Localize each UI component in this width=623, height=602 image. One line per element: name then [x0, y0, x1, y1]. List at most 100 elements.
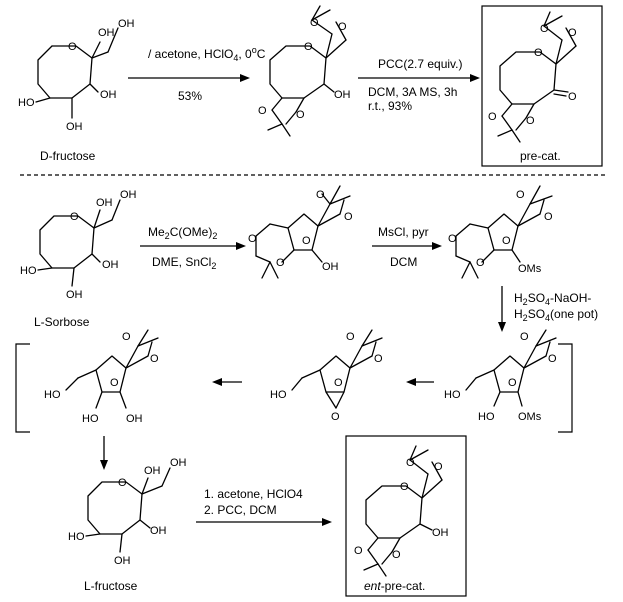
svg-text:O: O	[406, 457, 415, 469]
svg-text:O: O	[520, 331, 529, 343]
svg-text:O: O	[150, 353, 159, 365]
step1-yield: 53%	[178, 89, 202, 103]
step4-line1: MsCl, pyr	[378, 225, 429, 239]
arrowhead-step8	[100, 460, 108, 470]
svg-text:O: O	[110, 377, 119, 389]
svg-text:O: O	[258, 105, 267, 117]
ent-pre-cat-label: ent-pre-cat.	[364, 579, 425, 593]
svg-text:OH: OH	[150, 525, 167, 537]
svg-text:HO: HO	[20, 265, 37, 277]
step3-line1: Me2C(OMe)2	[148, 225, 217, 241]
svg-text:OH: OH	[102, 259, 119, 271]
svg-text:O: O	[316, 189, 325, 201]
arrowhead-step2	[470, 74, 480, 82]
svg-text:HO: HO	[44, 389, 61, 401]
svg-text:HO: HO	[18, 97, 35, 109]
step5-line2: H2SO4(one pot)	[514, 307, 598, 323]
svg-text:OH: OH	[114, 555, 131, 567]
svg-text:OH: OH	[66, 289, 83, 301]
svg-text:HO: HO	[478, 411, 495, 423]
svg-text:O: O	[276, 257, 285, 269]
svg-text:OH: OH	[96, 197, 113, 209]
svg-text:HO: HO	[68, 531, 85, 543]
svg-text:OH: OH	[98, 27, 115, 39]
step2-line2: DCM, 3A MS, 3h	[368, 85, 457, 99]
svg-text:O: O	[526, 115, 535, 127]
svg-text:O: O	[534, 47, 543, 59]
svg-text:OH: OH	[432, 527, 449, 539]
ent-pre-cat-structure: O O O OH O O	[354, 445, 449, 577]
svg-text:O: O	[354, 545, 363, 557]
svg-text:OH: OH	[100, 89, 117, 101]
pre-cat-label: pre-cat.	[520, 149, 561, 163]
bracket-left	[15, 343, 30, 433]
step2-line3: r.t., 93%	[368, 99, 412, 113]
svg-text:O: O	[392, 549, 401, 561]
svg-text:HO: HO	[82, 413, 99, 425]
svg-text:O: O	[544, 211, 553, 223]
l-fructose-label: L-fructose	[84, 579, 138, 593]
svg-text:O: O	[304, 41, 313, 53]
arrowhead-step5	[498, 322, 506, 332]
svg-text:O: O	[344, 211, 353, 223]
svg-text:O: O	[296, 109, 305, 121]
svg-text:O: O	[540, 23, 549, 35]
epoxide-intermediate: O O O HO O	[270, 329, 383, 423]
l-sorbose-structure: O OH OH OH OH HO	[20, 189, 137, 301]
diol-intermediate: O O O HO HO OH	[44, 329, 159, 425]
arrowhead-step6	[406, 378, 416, 386]
svg-text:O: O	[488, 111, 497, 123]
step2-line1: PCC(2.7 equiv.)	[378, 57, 462, 71]
step5-line1: H2SO4-NaOH-	[514, 291, 591, 307]
svg-text:HO: HO	[444, 389, 461, 401]
svg-text:O: O	[516, 189, 525, 201]
svg-text:O: O	[448, 233, 457, 245]
l-fructose-structure: O OH OH OH OH HO	[68, 457, 187, 567]
svg-text:OMs: OMs	[518, 411, 542, 423]
svg-text:O: O	[70, 211, 79, 223]
ent-pre-cat-box	[345, 435, 467, 597]
svg-text:OMs: OMs	[518, 263, 542, 275]
pre-cat-structure: O O O O O O	[488, 11, 577, 143]
svg-text:O: O	[374, 353, 383, 365]
svg-text:OH: OH	[170, 457, 187, 469]
svg-text:OH: OH	[144, 465, 161, 477]
svg-text:O: O	[400, 481, 409, 493]
pre-cat-box	[481, 5, 603, 167]
svg-text:OH: OH	[126, 413, 143, 425]
arrowhead-step7	[212, 378, 222, 386]
arrowhead-step1	[240, 74, 250, 82]
svg-text:O: O	[331, 411, 340, 423]
svg-text:O: O	[568, 27, 577, 39]
svg-text:O: O	[248, 233, 257, 245]
svg-text:O: O	[118, 477, 127, 489]
step3-line2: DME, SnCl2	[152, 255, 216, 271]
svg-text:OH: OH	[334, 89, 351, 101]
svg-text:O: O	[302, 235, 311, 247]
step9-line2: 2. PCC, DCM	[204, 503, 277, 517]
svg-text:O: O	[334, 377, 343, 389]
arrowhead-step3	[236, 242, 246, 250]
arrowhead-step9	[322, 518, 332, 526]
svg-text:O: O	[338, 21, 347, 33]
svg-text:OH: OH	[120, 189, 137, 201]
step4-line2: DCM	[390, 255, 417, 269]
d-fructose-label: D-fructose	[40, 149, 96, 163]
arrowhead-step4	[432, 242, 442, 250]
svg-text:HO: HO	[270, 389, 287, 401]
svg-text:O: O	[434, 461, 443, 473]
svg-text:O: O	[122, 331, 131, 343]
svg-text:O: O	[568, 91, 577, 103]
bracket-right	[558, 343, 573, 433]
l-sorbose-label: L-Sorbose	[34, 315, 90, 329]
svg-text:O: O	[502, 235, 511, 247]
monoacetonide-mesylate: O O O HO HO OMs	[444, 329, 557, 423]
svg-text:OH: OH	[322, 261, 339, 273]
svg-text:O: O	[476, 257, 485, 269]
svg-text:O: O	[548, 353, 557, 365]
mesylate-product: O O O O O OMs	[448, 185, 553, 279]
svg-text:O: O	[68, 41, 77, 53]
step9-line1: 1. acetone, HClO4	[204, 487, 303, 501]
svg-text:O: O	[310, 17, 319, 29]
